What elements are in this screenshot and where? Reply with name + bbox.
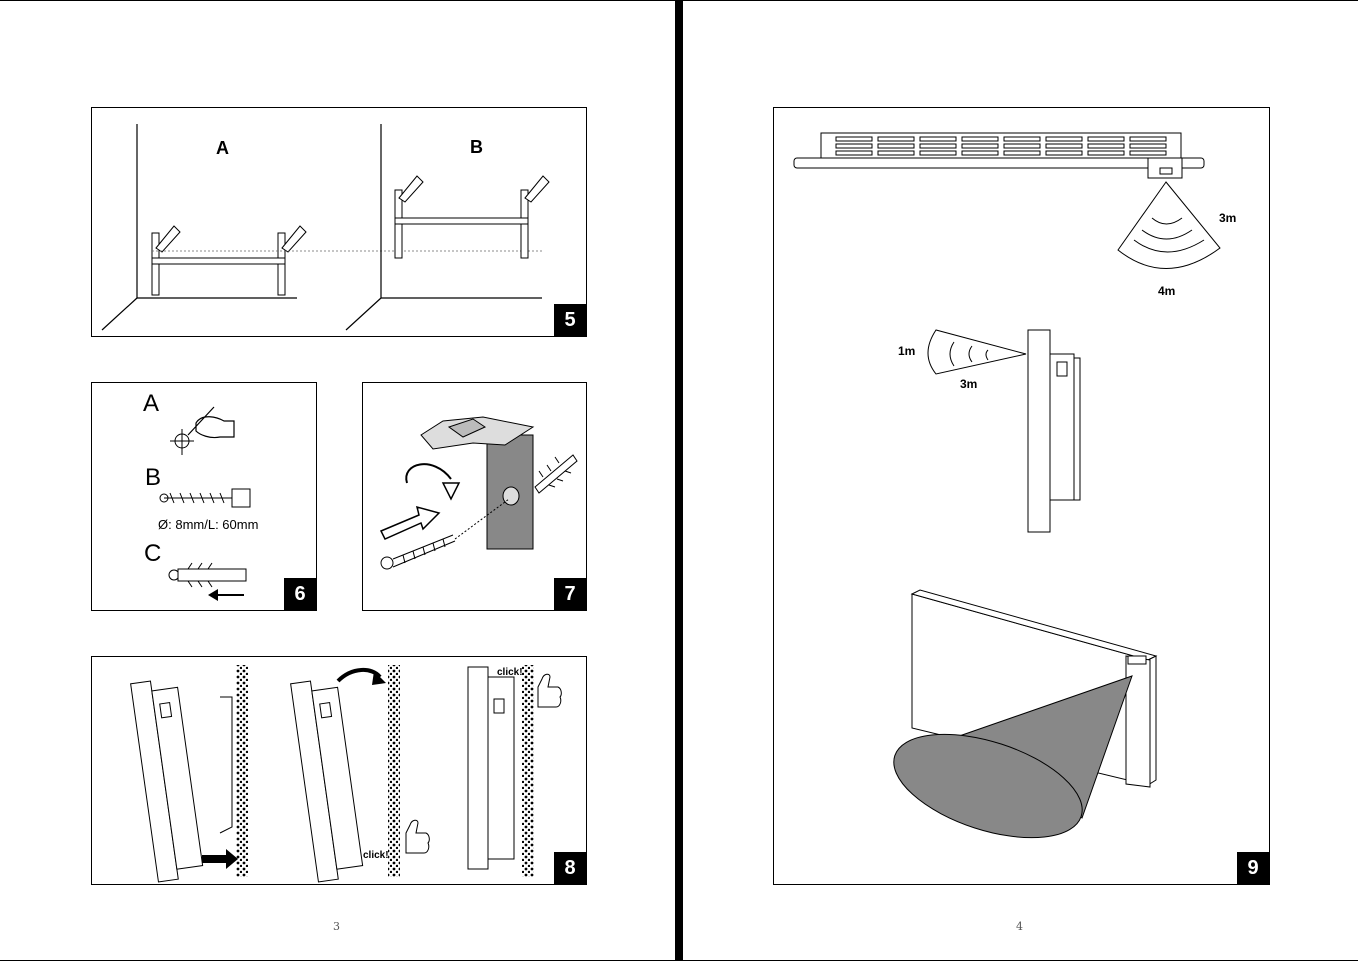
- figure-8: click! click! 8: [91, 656, 587, 885]
- sensor-detection-range-illustration: [793, 132, 1221, 839]
- figure-number-6: 6: [284, 578, 316, 610]
- figure-7: 7: [362, 382, 587, 611]
- page-number-left: 3: [333, 920, 340, 933]
- fig8-click-step3: click!: [497, 667, 523, 678]
- marking-drilling-plug-illustration: [159, 406, 251, 601]
- fig6-step-a: A: [143, 390, 160, 417]
- fig9-top-range: 3m: [1219, 211, 1237, 225]
- figure-9: 3m 4m 1m 3m 9: [773, 107, 1270, 885]
- thumbs-up-icon: [537, 673, 562, 708]
- thumbs-up-icon: [405, 819, 430, 854]
- wall-bracket-marking-illustration: [101, 124, 550, 331]
- heater-hanging-steps-illustration: [130, 665, 562, 883]
- fig6-step-c: C: [144, 540, 162, 567]
- fig5-label-a: A: [216, 138, 229, 158]
- fig9-side-range-near: 1m: [898, 344, 916, 358]
- figure-5: A B 5: [91, 107, 587, 337]
- fig5-label-b: B: [470, 137, 483, 157]
- fig9-top-width: 4m: [1158, 284, 1176, 298]
- page-number-right: 4: [1016, 920, 1023, 933]
- figure-6: A B Ø: 8mm/L: 60mm C 6: [91, 382, 317, 611]
- figure-number-9: 9: [1237, 852, 1269, 884]
- bracket-screw-fixing-illustration: [379, 416, 578, 570]
- figure-number-8: 8: [554, 852, 586, 884]
- fig9-side-range-far: 3m: [960, 377, 978, 391]
- figure-number-7: 7: [554, 578, 586, 610]
- fig6-drill-spec: Ø: 8mm/L: 60mm: [158, 517, 259, 532]
- figure-number-5: 5: [554, 304, 586, 336]
- fig6-step-b: B: [145, 464, 162, 491]
- page-left: A B 5 A B Ø: 8mm/L: 60mm C 6: [0, 0, 675, 961]
- page-right: 3m 4m 1m 3m 9 4: [683, 0, 1358, 961]
- book-spine-divider: [675, 0, 683, 961]
- fig8-click-step2: click!: [363, 850, 389, 861]
